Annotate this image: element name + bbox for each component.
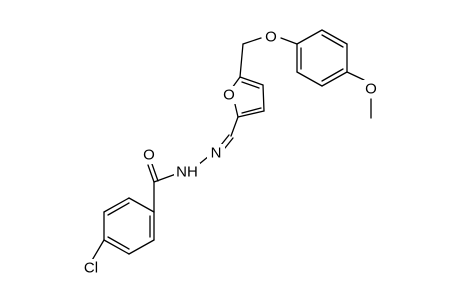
bond [321,68,344,82]
bond [296,29,323,45]
bond [90,239,105,263]
atom-labels: O NH N O O O Cl [78,28,380,277]
bond [151,163,159,182]
bond [346,71,365,81]
bond [239,43,244,78]
bond [321,29,348,45]
bonds [90,29,372,263]
bond [128,197,155,213]
bond [280,37,298,45]
bond [262,84,265,112]
bond [128,239,155,255]
bond [321,71,348,87]
chlorine-label: Cl [84,260,98,277]
bond [107,236,130,250]
bond [296,71,323,87]
bond [241,81,260,89]
bond [230,116,239,137]
bond [153,173,177,183]
ether-oxygen-label: O [265,29,277,46]
bond [107,202,130,216]
furan-oxygen-label: O [223,87,235,104]
carbonyl-oxygen-label: O [143,147,155,164]
methoxy-oxygen-label: O [365,81,377,98]
bond [103,197,130,213]
imine-nitrogen-label: N [211,145,222,162]
bond [242,37,262,45]
bond [241,107,262,114]
bond [237,110,265,118]
bond [147,164,155,183]
bond [220,134,230,146]
bond [103,239,130,255]
bond [321,34,344,48]
bond [224,137,234,149]
bond [239,76,264,86]
amide-nh-label: NH [176,164,198,181]
